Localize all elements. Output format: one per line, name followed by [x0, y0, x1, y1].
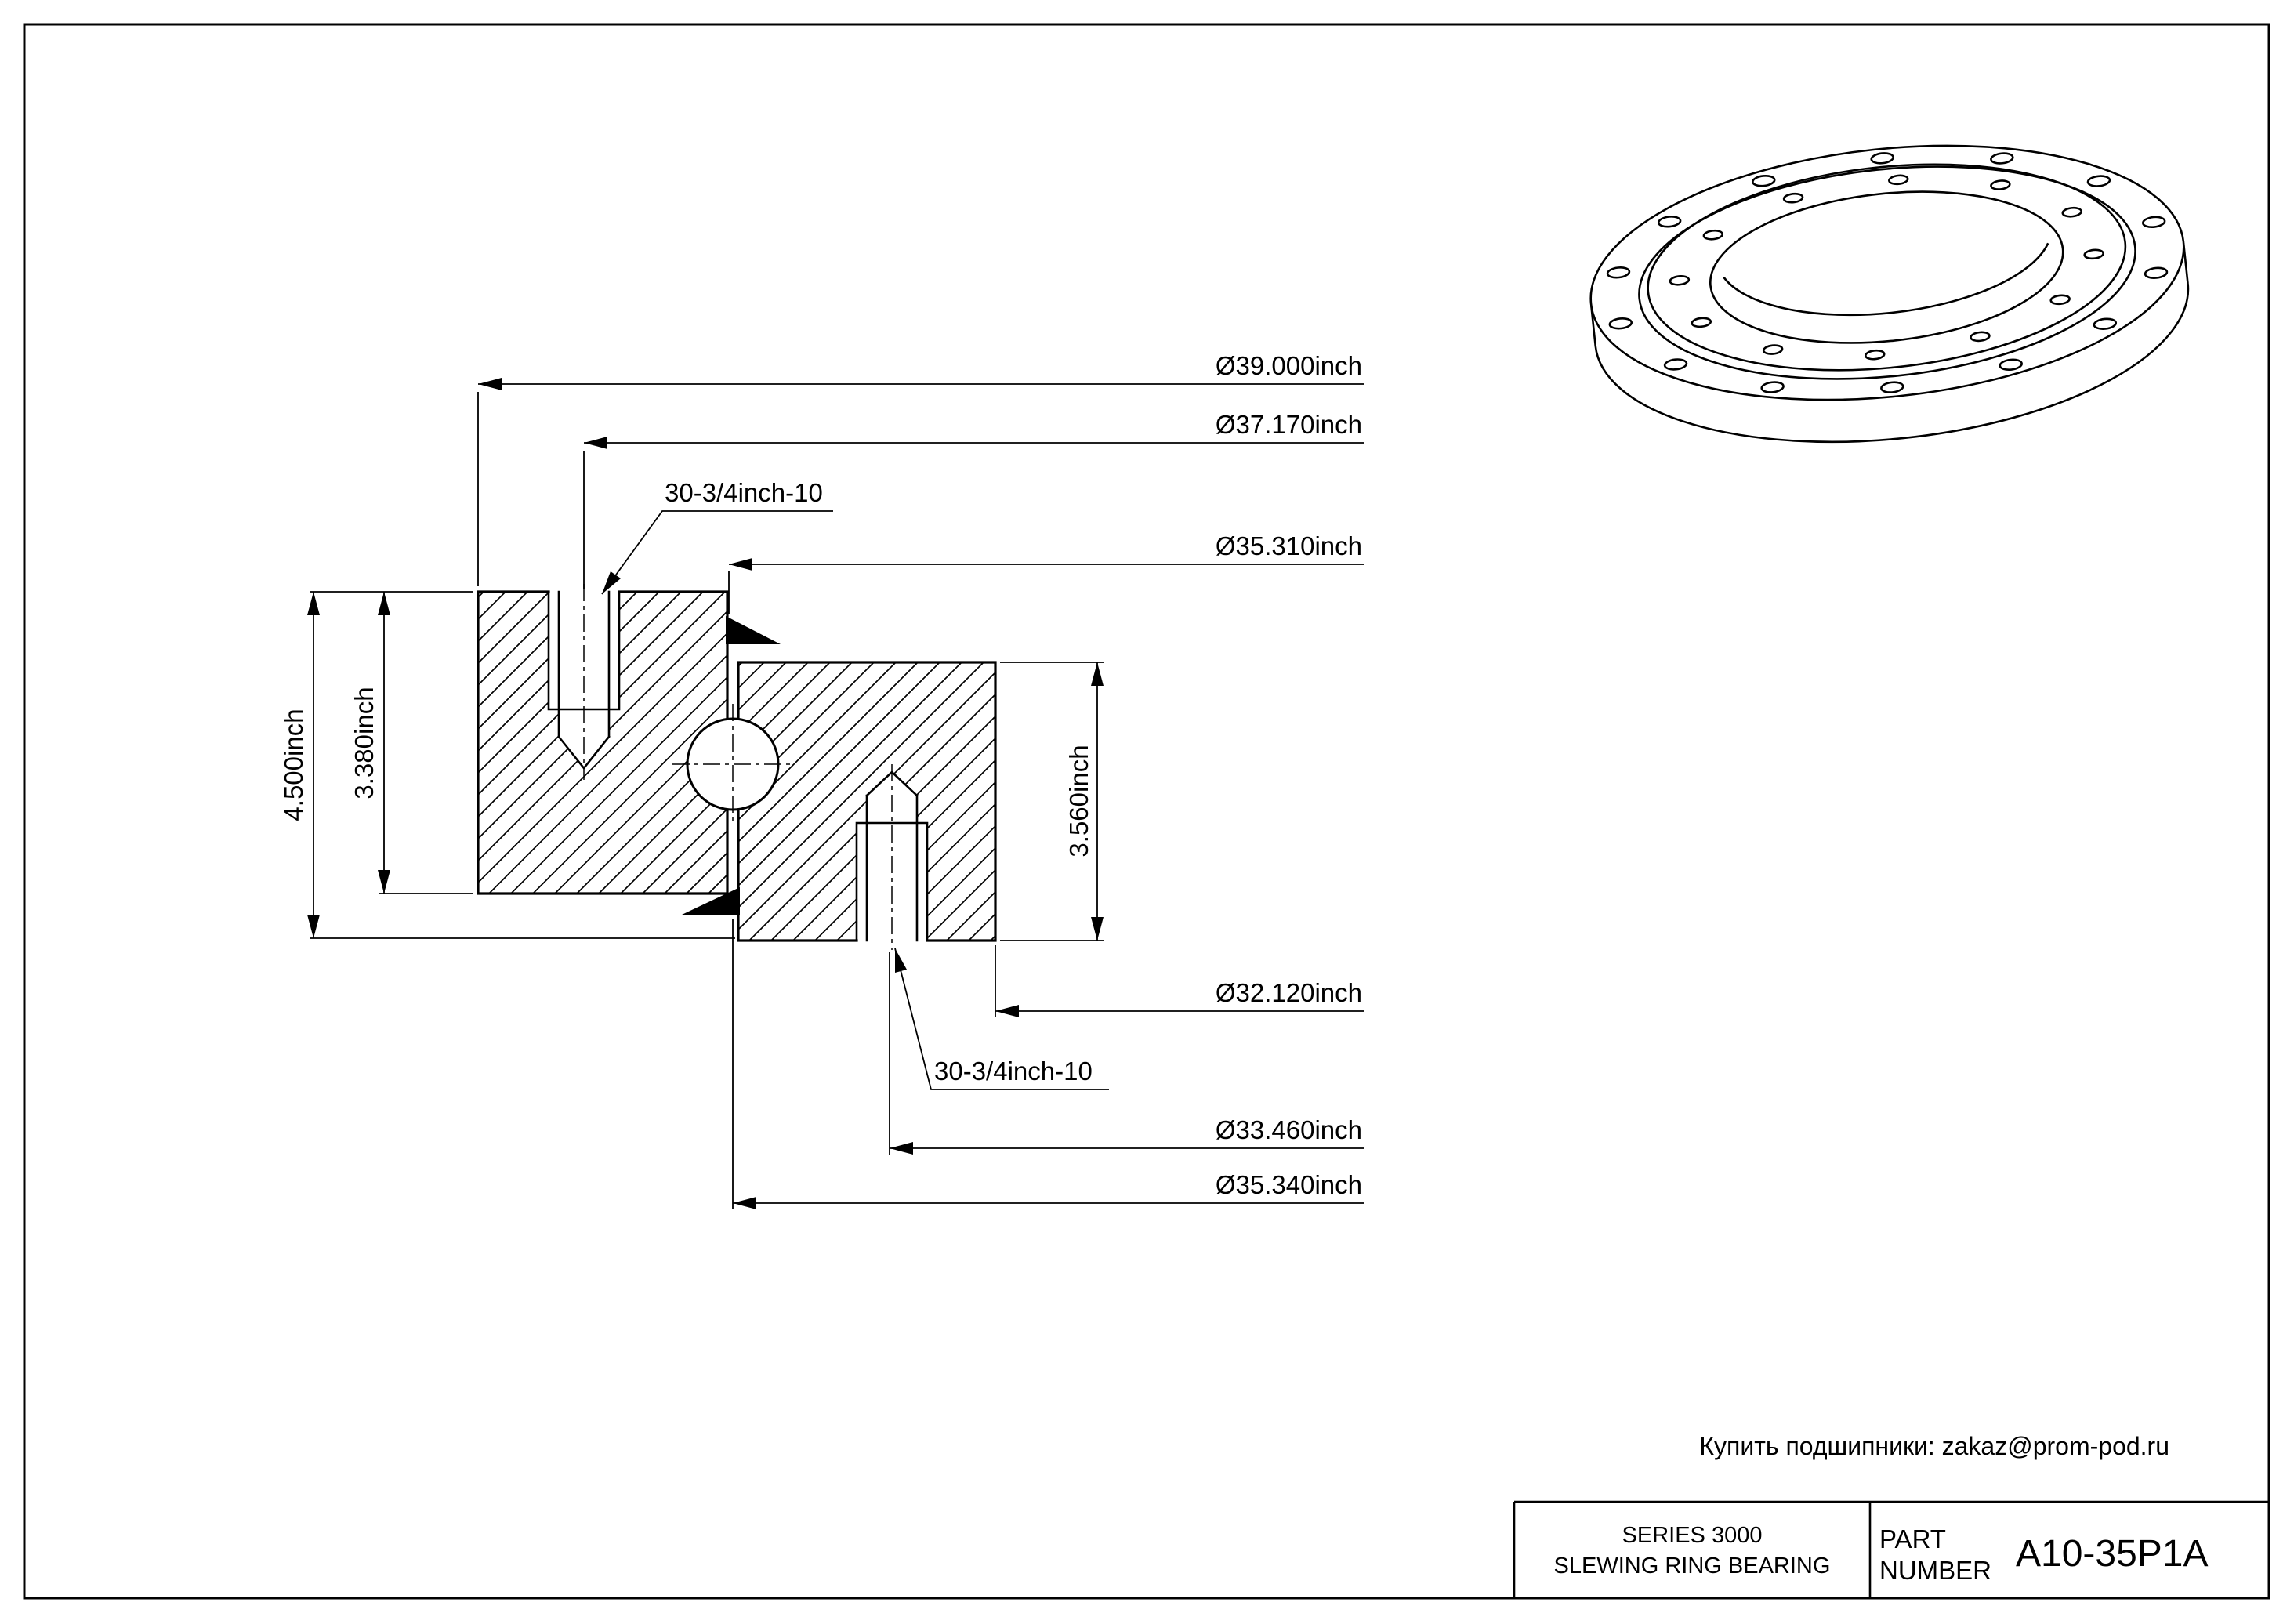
bolt-hole [1870, 152, 1894, 165]
bolt-hole [2093, 317, 2118, 330]
isometric-view [1589, 144, 2190, 444]
dim-overall-height-label: 4.500inch [279, 709, 308, 821]
bolt-hole [1702, 229, 1724, 241]
dim-outer-ring-height: 3.380inch [350, 592, 473, 894]
bolt-hole [1888, 174, 1909, 186]
hole-centerlines [583, 584, 893, 950]
callout-thread-bottom: 30-3/4inch-10 [894, 948, 1109, 1090]
bolt-hole [2061, 206, 2082, 218]
bolt-hole [1782, 192, 1804, 204]
contact-note: Купить подшипники: zakaz@prom-pod.ru [1699, 1432, 2169, 1460]
dim-bolt-circle-inner-label: Ø33.460inch [1216, 1115, 1362, 1144]
bolt-hole [1990, 179, 2011, 190]
bolt-hole [1762, 344, 1784, 355]
bolt-hole [2083, 248, 2104, 260]
thread-callout-top-label: 30-3/4inch-10 [665, 478, 823, 507]
iso-outer-bottom-edge [1594, 283, 2190, 444]
section-view [477, 584, 997, 950]
inner-bolt-holes [1669, 174, 2104, 361]
iso-outer-ring-inner-edge [1638, 165, 2136, 380]
dim-inner-ring-height-label: 3.560inch [1064, 745, 1093, 857]
top-seal [726, 616, 781, 644]
series-title: SERIES 3000 [1622, 1523, 1763, 1548]
bolt-hole [1608, 317, 1633, 330]
bolt-hole [1970, 331, 1991, 343]
ball-centerlines [672, 704, 793, 825]
iso-inner-ring-outer-edge [1647, 163, 2127, 372]
dim-inner-ring-height: 3.560inch [1000, 662, 1104, 941]
bolt-hole [1865, 349, 1886, 361]
dim-bolt-circle-outer-label: Ø37.170inch [1216, 410, 1362, 439]
bottom-seal [682, 887, 740, 915]
outer-bolt-holes [1606, 152, 2169, 393]
bolt-hole [1999, 358, 2023, 371]
bolt-hole [2049, 294, 2071, 306]
title-block-lines [1513, 1500, 2269, 1598]
dim-bolt-circle-outer: Ø37.170inch [583, 410, 1364, 589]
bolt-hole [1606, 266, 1631, 279]
bolt-hole [1760, 381, 1785, 393]
dim-outer-diameter-label: Ø39.000inch [1216, 351, 1362, 380]
bolt-hole [1669, 274, 1691, 286]
bolt-hole [2144, 266, 2169, 279]
part-label-line1: PART [1879, 1524, 1946, 1553]
bolt-hole [1657, 216, 1682, 228]
inner-ring-outline [737, 661, 997, 942]
dim-outer-diameter: Ø39.000inch [477, 351, 1364, 586]
dim-seal-diameter-bottom: Ø35.340inch [732, 919, 1364, 1209]
dim-outer-ring-height-label: 3.380inch [350, 687, 379, 799]
bolt-hole [2086, 175, 2111, 187]
bolt-hole [2141, 216, 2166, 229]
part-label-line2: NUMBER [1879, 1556, 1991, 1585]
bolt-hole [1752, 175, 1776, 187]
title-block: SERIES 3000 SLEWING RING BEARING PART NU… [1513, 1500, 2269, 1598]
part-number: A10-35P1A [2016, 1533, 2209, 1575]
series-subtitle: SLEWING RING BEARING [1554, 1553, 1831, 1579]
dimensions: Ø39.000inch Ø37.170inch Ø35.310inch Ø32.… [279, 351, 1364, 1209]
dim-seal-diameter-bottom-label: Ø35.340inch [1216, 1170, 1362, 1199]
dim-bolt-circle-inner: Ø33.460inch [889, 952, 1364, 1155]
iso-bore-rim [1709, 190, 2064, 344]
dim-seal-diameter-top-label: Ø35.310inch [1216, 531, 1362, 560]
bolt-hole [1663, 358, 1688, 371]
dim-seal-diameter-top: Ø35.310inch [728, 531, 1364, 614]
dim-overall-height: 4.500inch [279, 591, 735, 939]
drawing-border [23, 23, 2270, 1600]
iso-bore-bottom-wall [1723, 242, 2049, 317]
dim-bore-diameter-label: Ø32.120inch [1216, 978, 1362, 1007]
outer-ring-outline [477, 590, 729, 895]
dim-bore-diameter: Ø32.120inch [995, 945, 1364, 1017]
bolt-hole [1880, 381, 1904, 393]
bottom-tapped-hole-lines [855, 770, 929, 942]
bolt-hole [1990, 152, 2014, 165]
bolt-hole [1691, 317, 1712, 328]
thread-callout-bottom-label: 30-3/4inch-10 [934, 1057, 1093, 1086]
callout-thread-top: 30-3/4inch-10 [601, 478, 833, 595]
